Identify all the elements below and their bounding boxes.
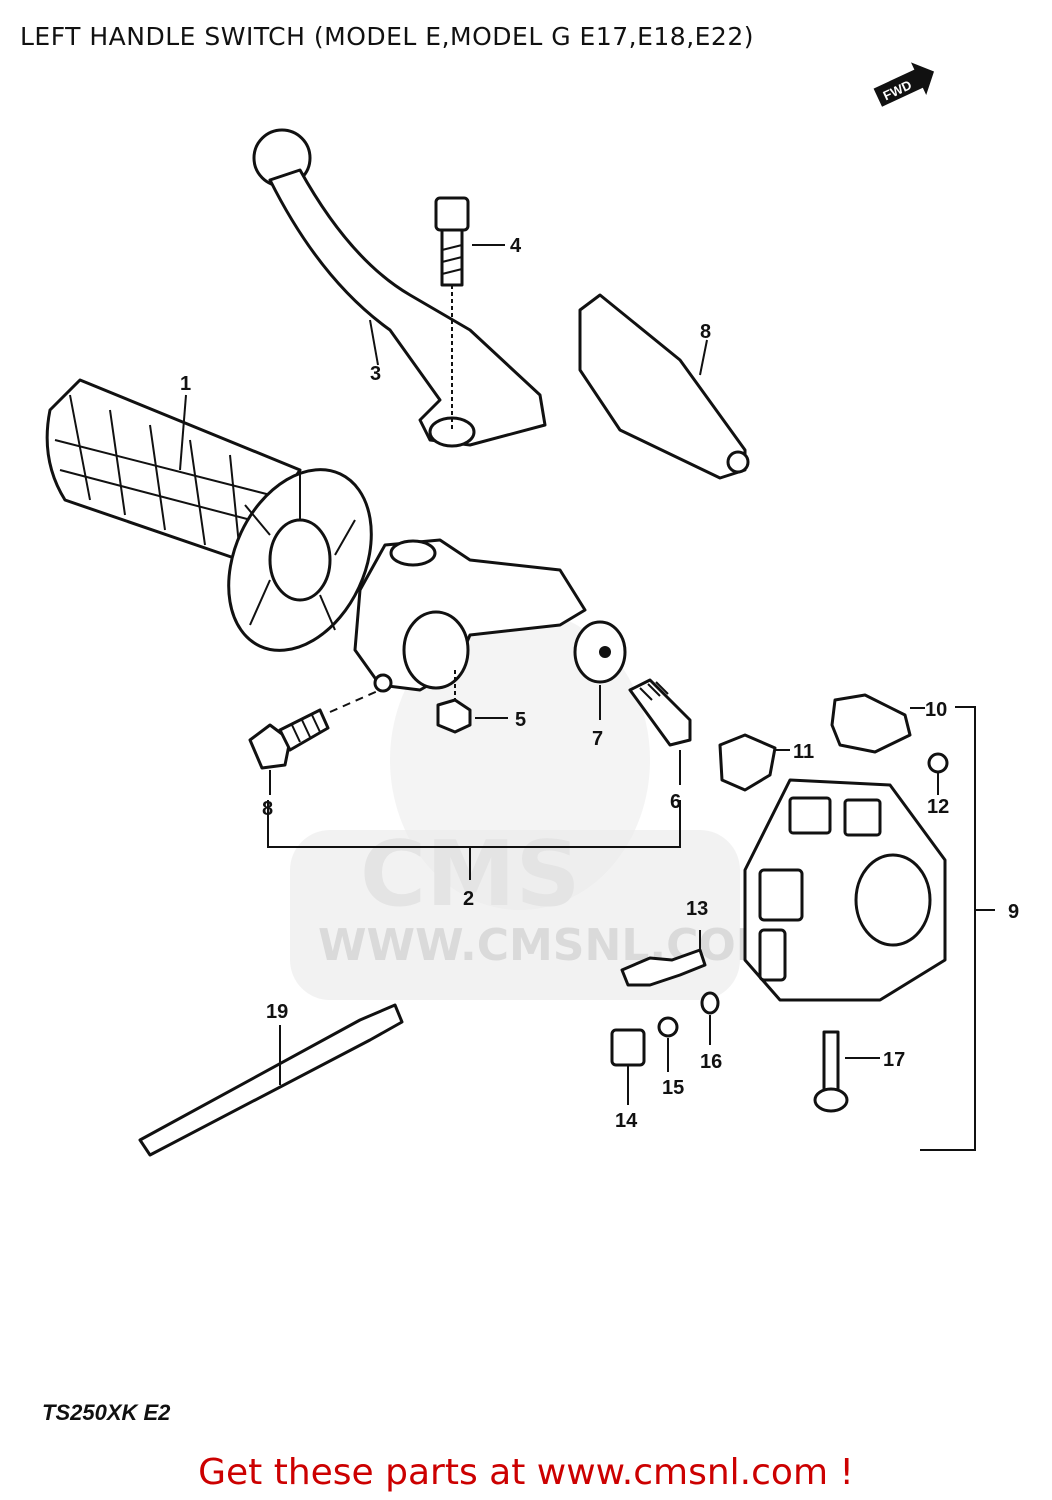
nut-part xyxy=(436,670,472,734)
screw-17-part xyxy=(813,1030,880,1113)
callout-17: 17 xyxy=(883,1049,905,1071)
callout-5: 5 xyxy=(515,709,526,731)
adjuster-screw-part xyxy=(628,678,692,747)
switch-knob-10-part xyxy=(830,693,912,754)
callout-2: 2 xyxy=(463,888,474,910)
front-arrow-icon: FWD xyxy=(873,62,935,107)
switch-knob-11-part xyxy=(718,733,777,792)
callout-16: 16 xyxy=(700,1051,722,1073)
callout-3: 3 xyxy=(370,363,381,385)
callout-6: 6 xyxy=(670,791,681,813)
callout-11: 11 xyxy=(793,741,814,763)
callout-19: 19 xyxy=(266,1001,288,1023)
callout-4: 4 xyxy=(510,235,522,257)
call-to-action-link[interactable]: Get these parts at www.cmsnl.com ! xyxy=(198,1452,854,1493)
callout-15: 15 xyxy=(662,1077,684,1099)
lever-holder-part xyxy=(353,538,627,693)
holder-bolt-part xyxy=(248,689,381,770)
model-code: TS250XK E2 xyxy=(42,1400,171,1425)
ball-15-part xyxy=(657,1016,679,1072)
callout-labels: 1 2 3 4 5 6 7 8 8 9 10 11 12 13 14 15 16… xyxy=(180,235,1019,1132)
callout-7: 7 xyxy=(592,728,603,750)
diagram-title: LEFT HANDLE SWITCH (MODEL E,MODEL G E17,… xyxy=(20,22,754,51)
callout-10: 10 xyxy=(925,699,947,721)
group-bracket-2 xyxy=(267,800,681,880)
contact-13-part xyxy=(620,930,707,987)
lever-part xyxy=(252,128,547,448)
leader-lines xyxy=(179,244,939,1105)
watermark-url: WWW.CMSNL.COM xyxy=(318,920,780,971)
callout-12: 12 xyxy=(927,796,949,818)
callout-1: 1 xyxy=(180,373,191,395)
group-bracket-9 xyxy=(920,706,995,1151)
pivot-bolt-part xyxy=(434,196,470,430)
callout-13: 13 xyxy=(686,898,708,920)
callout-9: 9 xyxy=(1008,901,1019,923)
callout-18: 8 xyxy=(700,321,711,343)
callout-14: 14 xyxy=(615,1110,638,1132)
lever-cover-part xyxy=(578,293,750,480)
block-14-part xyxy=(610,1028,646,1067)
cable-tie-19-part xyxy=(138,1003,404,1157)
grip-part xyxy=(45,378,373,652)
spring-16-part xyxy=(700,991,720,1045)
screw-12-part xyxy=(927,752,949,774)
watermark: CMS WWW.CMSNL.COM xyxy=(290,610,780,1000)
switch-housing-part xyxy=(743,778,947,1002)
callout-8: 8 xyxy=(262,798,273,820)
